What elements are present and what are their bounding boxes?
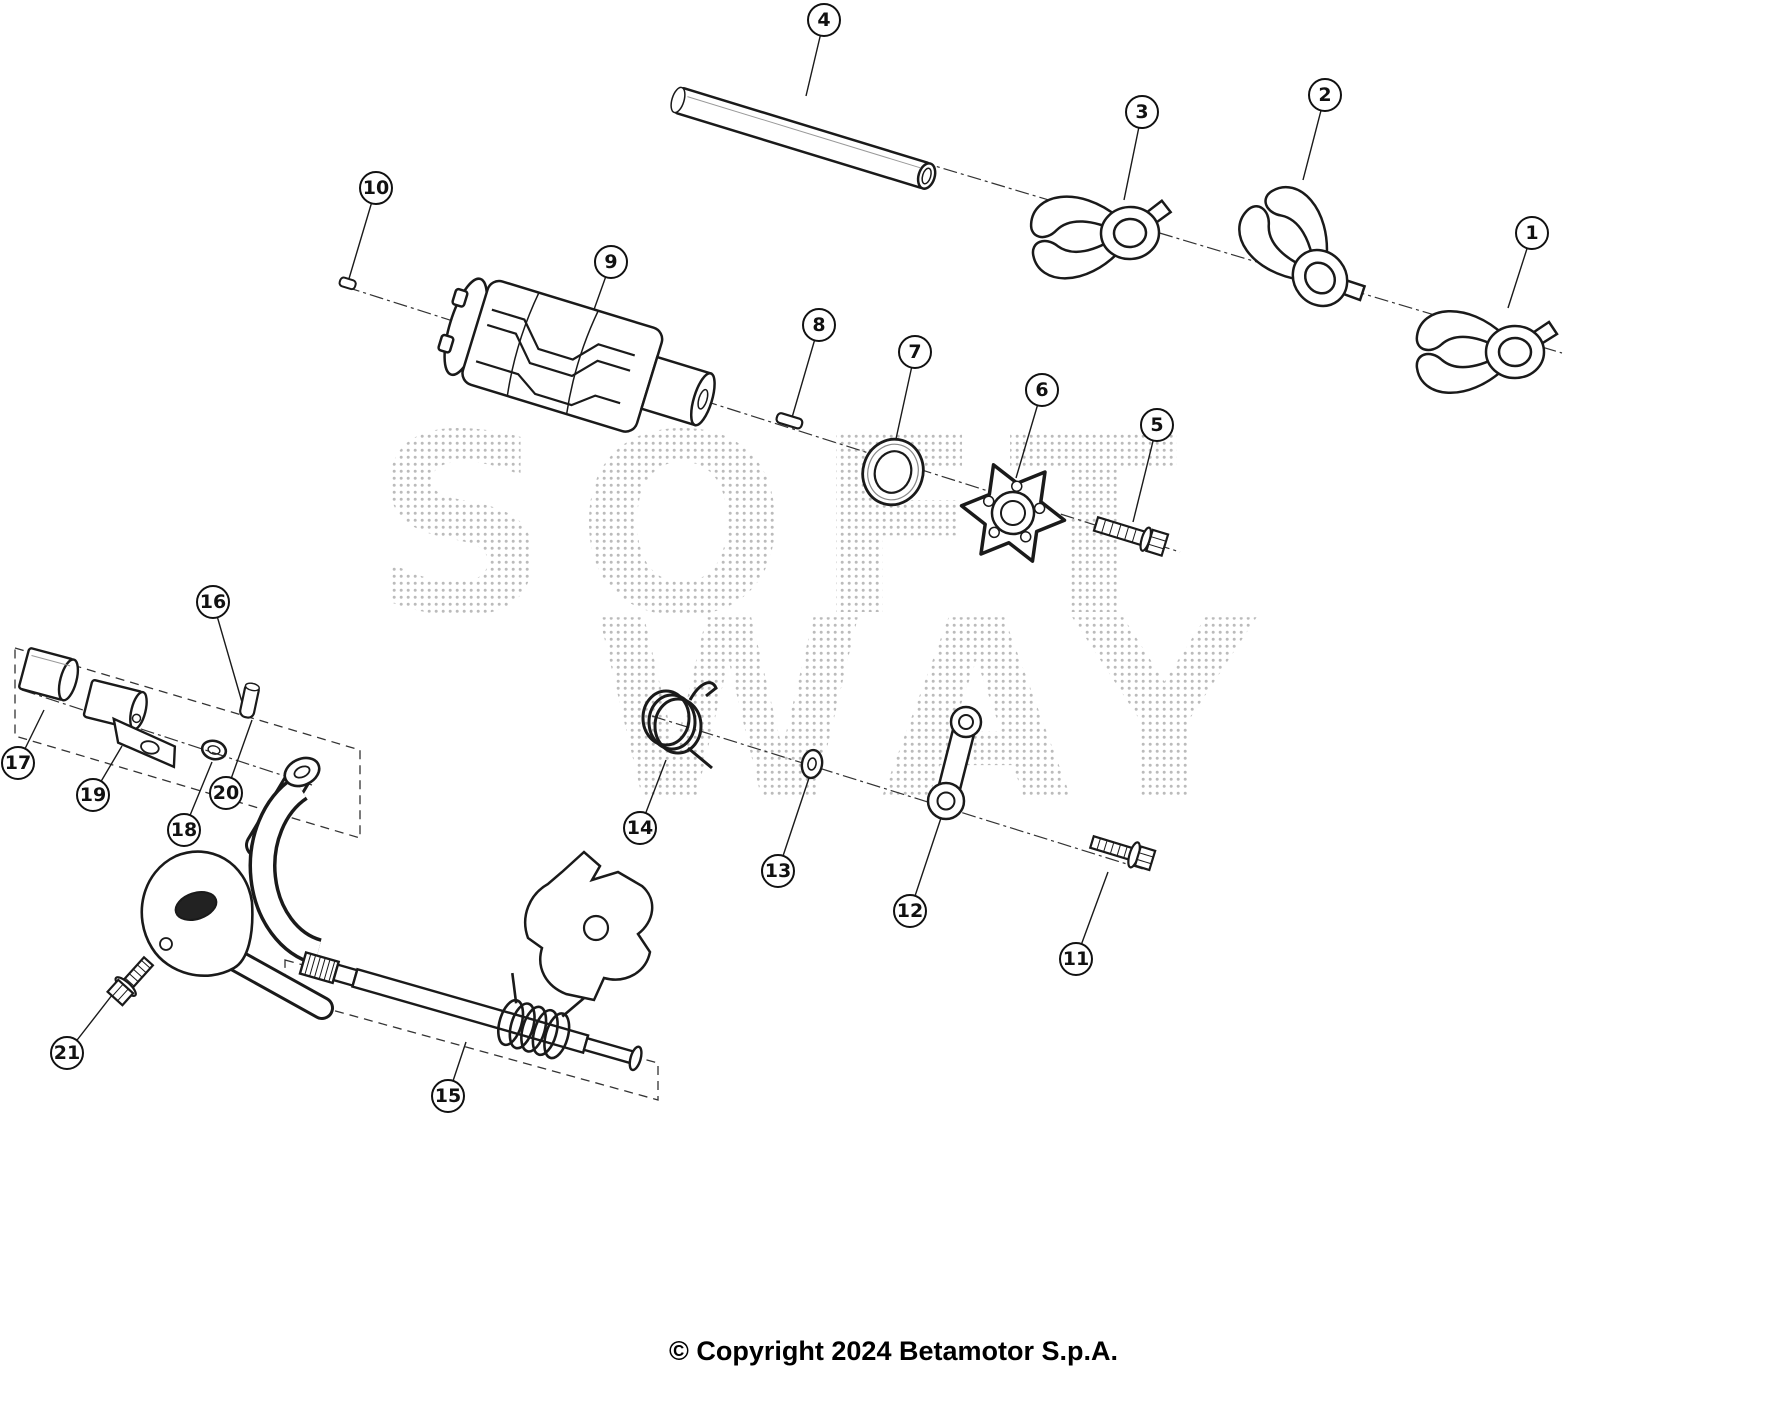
part-7-bearing [861, 437, 925, 507]
part-8-pin [775, 412, 804, 430]
part-9-shift-drum [437, 277, 716, 433]
callout-5[interactable]: 5 [1140, 408, 1174, 442]
part-21-bolt [106, 955, 155, 1007]
part-1-shift-fork [1415, 309, 1559, 395]
watermark: SOFT WAY [372, 383, 1280, 857]
part-2-shift-fork [1226, 174, 1380, 338]
callout-11[interactable]: 11 [1059, 942, 1093, 976]
part-10-pin [338, 276, 357, 291]
part-3-shift-fork [1027, 188, 1176, 282]
part-14-spring [641, 681, 718, 770]
callout-17[interactable]: 17 [1, 746, 35, 780]
callout-21[interactable]: 21 [50, 1036, 84, 1070]
callout-7[interactable]: 7 [898, 335, 932, 369]
callout-4[interactable]: 4 [807, 3, 841, 37]
callout-18[interactable]: 18 [167, 813, 201, 847]
callout-6[interactable]: 6 [1025, 373, 1059, 407]
copyright-text: © Copyright 2024 Betamotor S.p.A. [669, 1336, 1118, 1366]
callout-1[interactable]: 1 [1515, 216, 1549, 250]
callout-14[interactable]: 14 [623, 811, 657, 845]
callout-12[interactable]: 12 [893, 894, 927, 928]
watermark-line2: WAY [592, 569, 1280, 857]
part-6-shift-cam [959, 463, 1067, 563]
part-12-shift-linkage [926, 705, 983, 821]
part-5-bolt [1092, 515, 1170, 557]
callout-15[interactable]: 15 [431, 1079, 465, 1113]
part-11-bolt [1088, 834, 1157, 872]
callout-3[interactable]: 3 [1125, 95, 1159, 129]
part-15-pawl-plate [523, 850, 654, 1002]
callout-16[interactable]: 16 [196, 585, 230, 619]
part-19-index-pin-body [82, 679, 177, 769]
part-13-washer [800, 748, 824, 780]
part-4-fork-shaft [670, 86, 937, 190]
part-17-roller [18, 647, 80, 702]
callout-19[interactable]: 19 [76, 778, 110, 812]
part-18-ring [200, 739, 228, 761]
callout-8[interactable]: 8 [802, 308, 836, 342]
callout-10[interactable]: 10 [359, 171, 393, 205]
callout-2[interactable]: 2 [1308, 78, 1342, 112]
gear-lever [140, 756, 334, 1020]
callout-13[interactable]: 13 [761, 854, 795, 888]
part-15-shift-shaft [298, 950, 643, 1072]
callout-20[interactable]: 20 [209, 776, 243, 810]
callout-9[interactable]: 9 [594, 245, 628, 279]
part-20-pin [239, 682, 260, 719]
